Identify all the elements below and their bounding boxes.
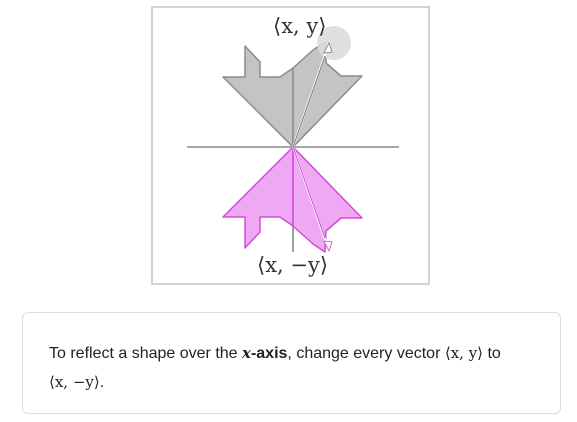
caption-text-2: , change every vector [287, 345, 445, 362]
reflection-figure: ⟨x, y⟩ ⟨x, −y⟩ [151, 6, 430, 285]
reflected-vector-label: ⟨x, −y⟩ [257, 253, 329, 277]
reflected-shape [222, 146, 294, 249]
caption-text-1: To reflect a shape over the [49, 345, 242, 362]
original-shape [222, 45, 294, 148]
caption-card: To reflect a shape over the x-axis, chan… [22, 312, 561, 414]
caption-axis-word: -axis [250, 345, 288, 362]
reflection-diagram [187, 26, 399, 253]
caption-vector-1: ⟨x, y⟩ [444, 344, 484, 362]
vector-arrow-shadow [292, 55, 326, 148]
vector-arrowhead [323, 41, 333, 54]
caption-axis-var: x [242, 344, 251, 362]
reflected-vector-shadow [292, 146, 326, 239]
reflected-vector-arrowhead [323, 240, 333, 253]
original-vector-label: ⟨x, y⟩ [273, 14, 327, 38]
caption-vector-2: ⟨x, −y⟩ [49, 373, 100, 391]
caption-text-3: to [483, 345, 501, 362]
caption-end: . [99, 374, 105, 391]
reflected-shape-right [292, 146, 363, 253]
